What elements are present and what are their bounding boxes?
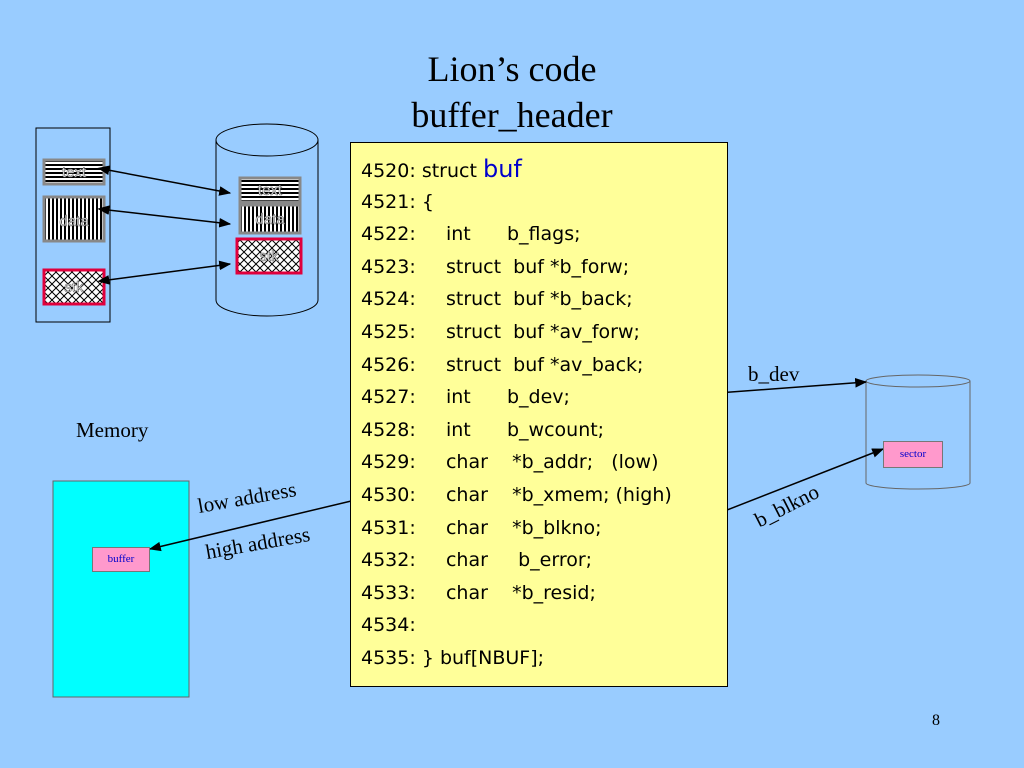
code-line-number: 4530:	[361, 484, 416, 506]
data-swap-arrow	[97, 205, 232, 228]
code-line-text: int b_dev;	[421, 386, 570, 409]
process-text-segment	[42, 158, 106, 186]
code-line-text: struct buf *av_forw;	[421, 321, 640, 343]
disk-stack-label: stk	[259, 248, 279, 265]
code-line: 4530: char *b_xmem; (high)	[361, 483, 672, 507]
stack-swap-arrow	[97, 260, 232, 285]
code-line-text: char *b_resid;	[421, 581, 596, 604]
code-line-text: struct	[421, 160, 483, 182]
struct-name: buf	[482, 155, 522, 183]
code-line-number: 4524:	[361, 288, 416, 311]
disk-stack-segment	[235, 237, 303, 275]
code-line-text: struct buf *av_back;	[421, 353, 644, 376]
code-line: 4528: int b_wcount;	[361, 418, 604, 442]
code-line-number: 4533:	[361, 581, 416, 604]
code-line-text: struct buf *b_back;	[421, 288, 633, 311]
code-line-text: } buf[NBUF];	[421, 647, 545, 669]
memory-label: Memory	[76, 418, 149, 442]
b-dev-label: b_dev	[748, 362, 800, 386]
slide-title-line-1: Lion’s code	[427, 49, 597, 89]
code-line: 4535: } buf[NBUF];	[361, 646, 544, 670]
code-line: 4524: struct buf *b_back;	[361, 287, 633, 311]
code-line: 4522: int b_flags;	[361, 222, 581, 246]
code-line: 4529: char *b_addr; (low)	[361, 450, 659, 474]
code-line-number: 4522:	[361, 223, 416, 246]
code-line-number: 4523:	[361, 255, 416, 278]
disk-data-segment	[238, 203, 302, 235]
slide-title-line-2: buffer_header	[411, 95, 613, 135]
code-line-number: 4534:	[361, 614, 416, 637]
code-line-text: int b_wcount;	[421, 418, 605, 441]
code-line-number: 4525:	[361, 321, 416, 343]
buffer-tag: buffer	[92, 547, 150, 572]
sector-tag: sector	[883, 441, 943, 468]
disk-text-segment	[238, 176, 302, 204]
code-line: 4526: struct buf *av_back;	[361, 353, 643, 377]
code-line-number: 4531:	[361, 516, 416, 539]
disk-data-label: data	[255, 211, 285, 228]
process-text-label: text	[62, 164, 87, 181]
process-data-label: data	[59, 213, 89, 230]
code-line-number: 4527:	[361, 386, 416, 409]
code-line-text: char *b_blkno;	[421, 516, 602, 539]
code-line: 4527: int b_dev;	[361, 385, 570, 409]
code-line-text: char *b_xmem; (high)	[421, 484, 672, 506]
code-line: 4534:	[361, 613, 422, 637]
code-line: 4532: char b_error;	[361, 548, 592, 572]
disk-text-label: text	[258, 182, 283, 199]
code-line-number: 4529:	[361, 451, 416, 474]
code-line: 4531: char *b_blkno;	[361, 516, 602, 540]
code-line-number: 4526:	[361, 353, 416, 376]
text-swap-arrow	[97, 165, 232, 196]
code-line-number: 4520:	[361, 160, 416, 182]
code-line-text: char b_error;	[421, 549, 593, 572]
code-line-text: char *b_addr; (low)	[421, 451, 659, 474]
code-line-text: struct buf *b_forw;	[421, 255, 630, 278]
process-stack-segment	[42, 268, 106, 306]
code-line-number: 4521:	[361, 190, 416, 213]
code-line-text: {	[421, 190, 434, 213]
code-line: 4521: {	[361, 190, 434, 214]
b-addr-arrow	[148, 496, 369, 552]
memory-block	[52, 480, 190, 698]
code-line: 4533: char *b_resid;	[361, 581, 596, 605]
process-data-segment	[42, 195, 106, 243]
code-line: 4523: struct buf *b_forw;	[361, 255, 629, 279]
code-line: 4525: struct buf *av_forw;	[361, 320, 640, 344]
process-stack-label: stk	[64, 279, 84, 296]
page-number: 8	[932, 712, 940, 729]
code-line-number: 4532:	[361, 549, 416, 572]
code-line: 4520: struct buf	[361, 157, 522, 183]
code-line-text: int b_flags;	[421, 223, 581, 246]
code-line-number: 4528:	[361, 418, 416, 441]
code-line-number: 4535:	[361, 647, 416, 669]
